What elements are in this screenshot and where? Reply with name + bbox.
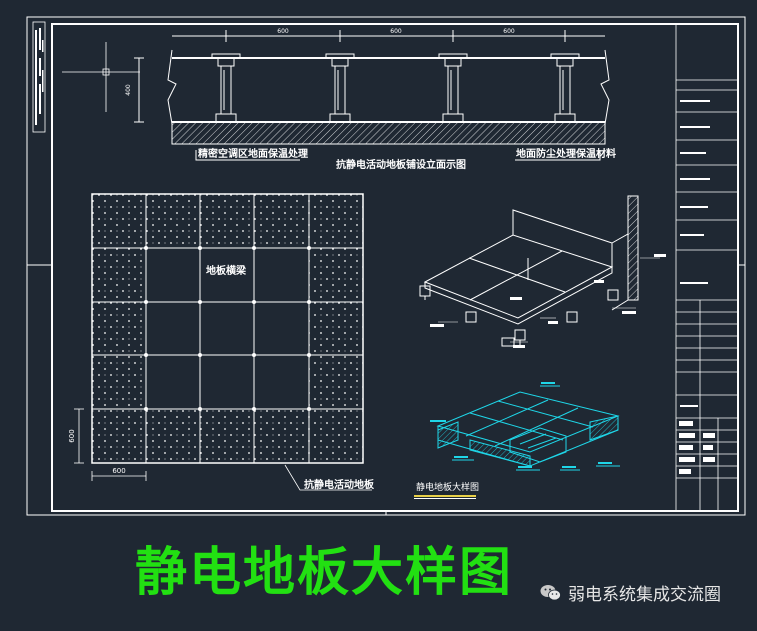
iso-white-detail [423,195,639,325]
iso-caption-underline [414,495,476,497]
drawing-title: 静电地板大样图 [135,543,514,603]
iso-cyan-callouts [430,382,612,468]
section-label-left: 精密空调区地面保温处理 [198,147,308,160]
iso-white-leaders [438,257,660,343]
section-dim-side: 400 [125,84,132,96]
watermark: 弱电系统集成交流圈 [540,580,721,605]
iso-caption-underline-thin [414,498,476,499]
section-label-right: 地面防尘处理保温材料 [516,147,616,160]
crosshair-icon [62,42,140,112]
section-dim-1: 600 [277,28,289,35]
section-dim-3: 600 [503,28,515,35]
sheet-frame [26,16,746,516]
section-label-center: 抗静电活动地板铺设立面示图 [336,158,466,171]
plan-label-grid: 地板横梁 [206,264,247,277]
plan-label-floor: 抗静电活动地板 [304,478,375,491]
iso-white-callouts [430,254,666,348]
plan-grid-nodes [144,246,311,411]
binding-strip [32,21,46,133]
section-elevation [134,30,610,161]
pedestals [211,53,580,123]
wechat-icon [540,584,561,600]
title-block-marks [679,100,715,474]
iso-caption: 静电地板大样图 [416,481,479,493]
plan-dim-height: 600 [68,429,76,442]
plan-dim-width: 600 [112,467,125,475]
watermark-text: 弱电系统集成交流圈 [568,585,721,605]
iso-cyan-detail [436,385,620,471]
section-dim-2: 600 [390,28,402,35]
plan-dimensions [74,408,372,491]
title-block [675,24,738,511]
plan-view [91,193,364,464]
